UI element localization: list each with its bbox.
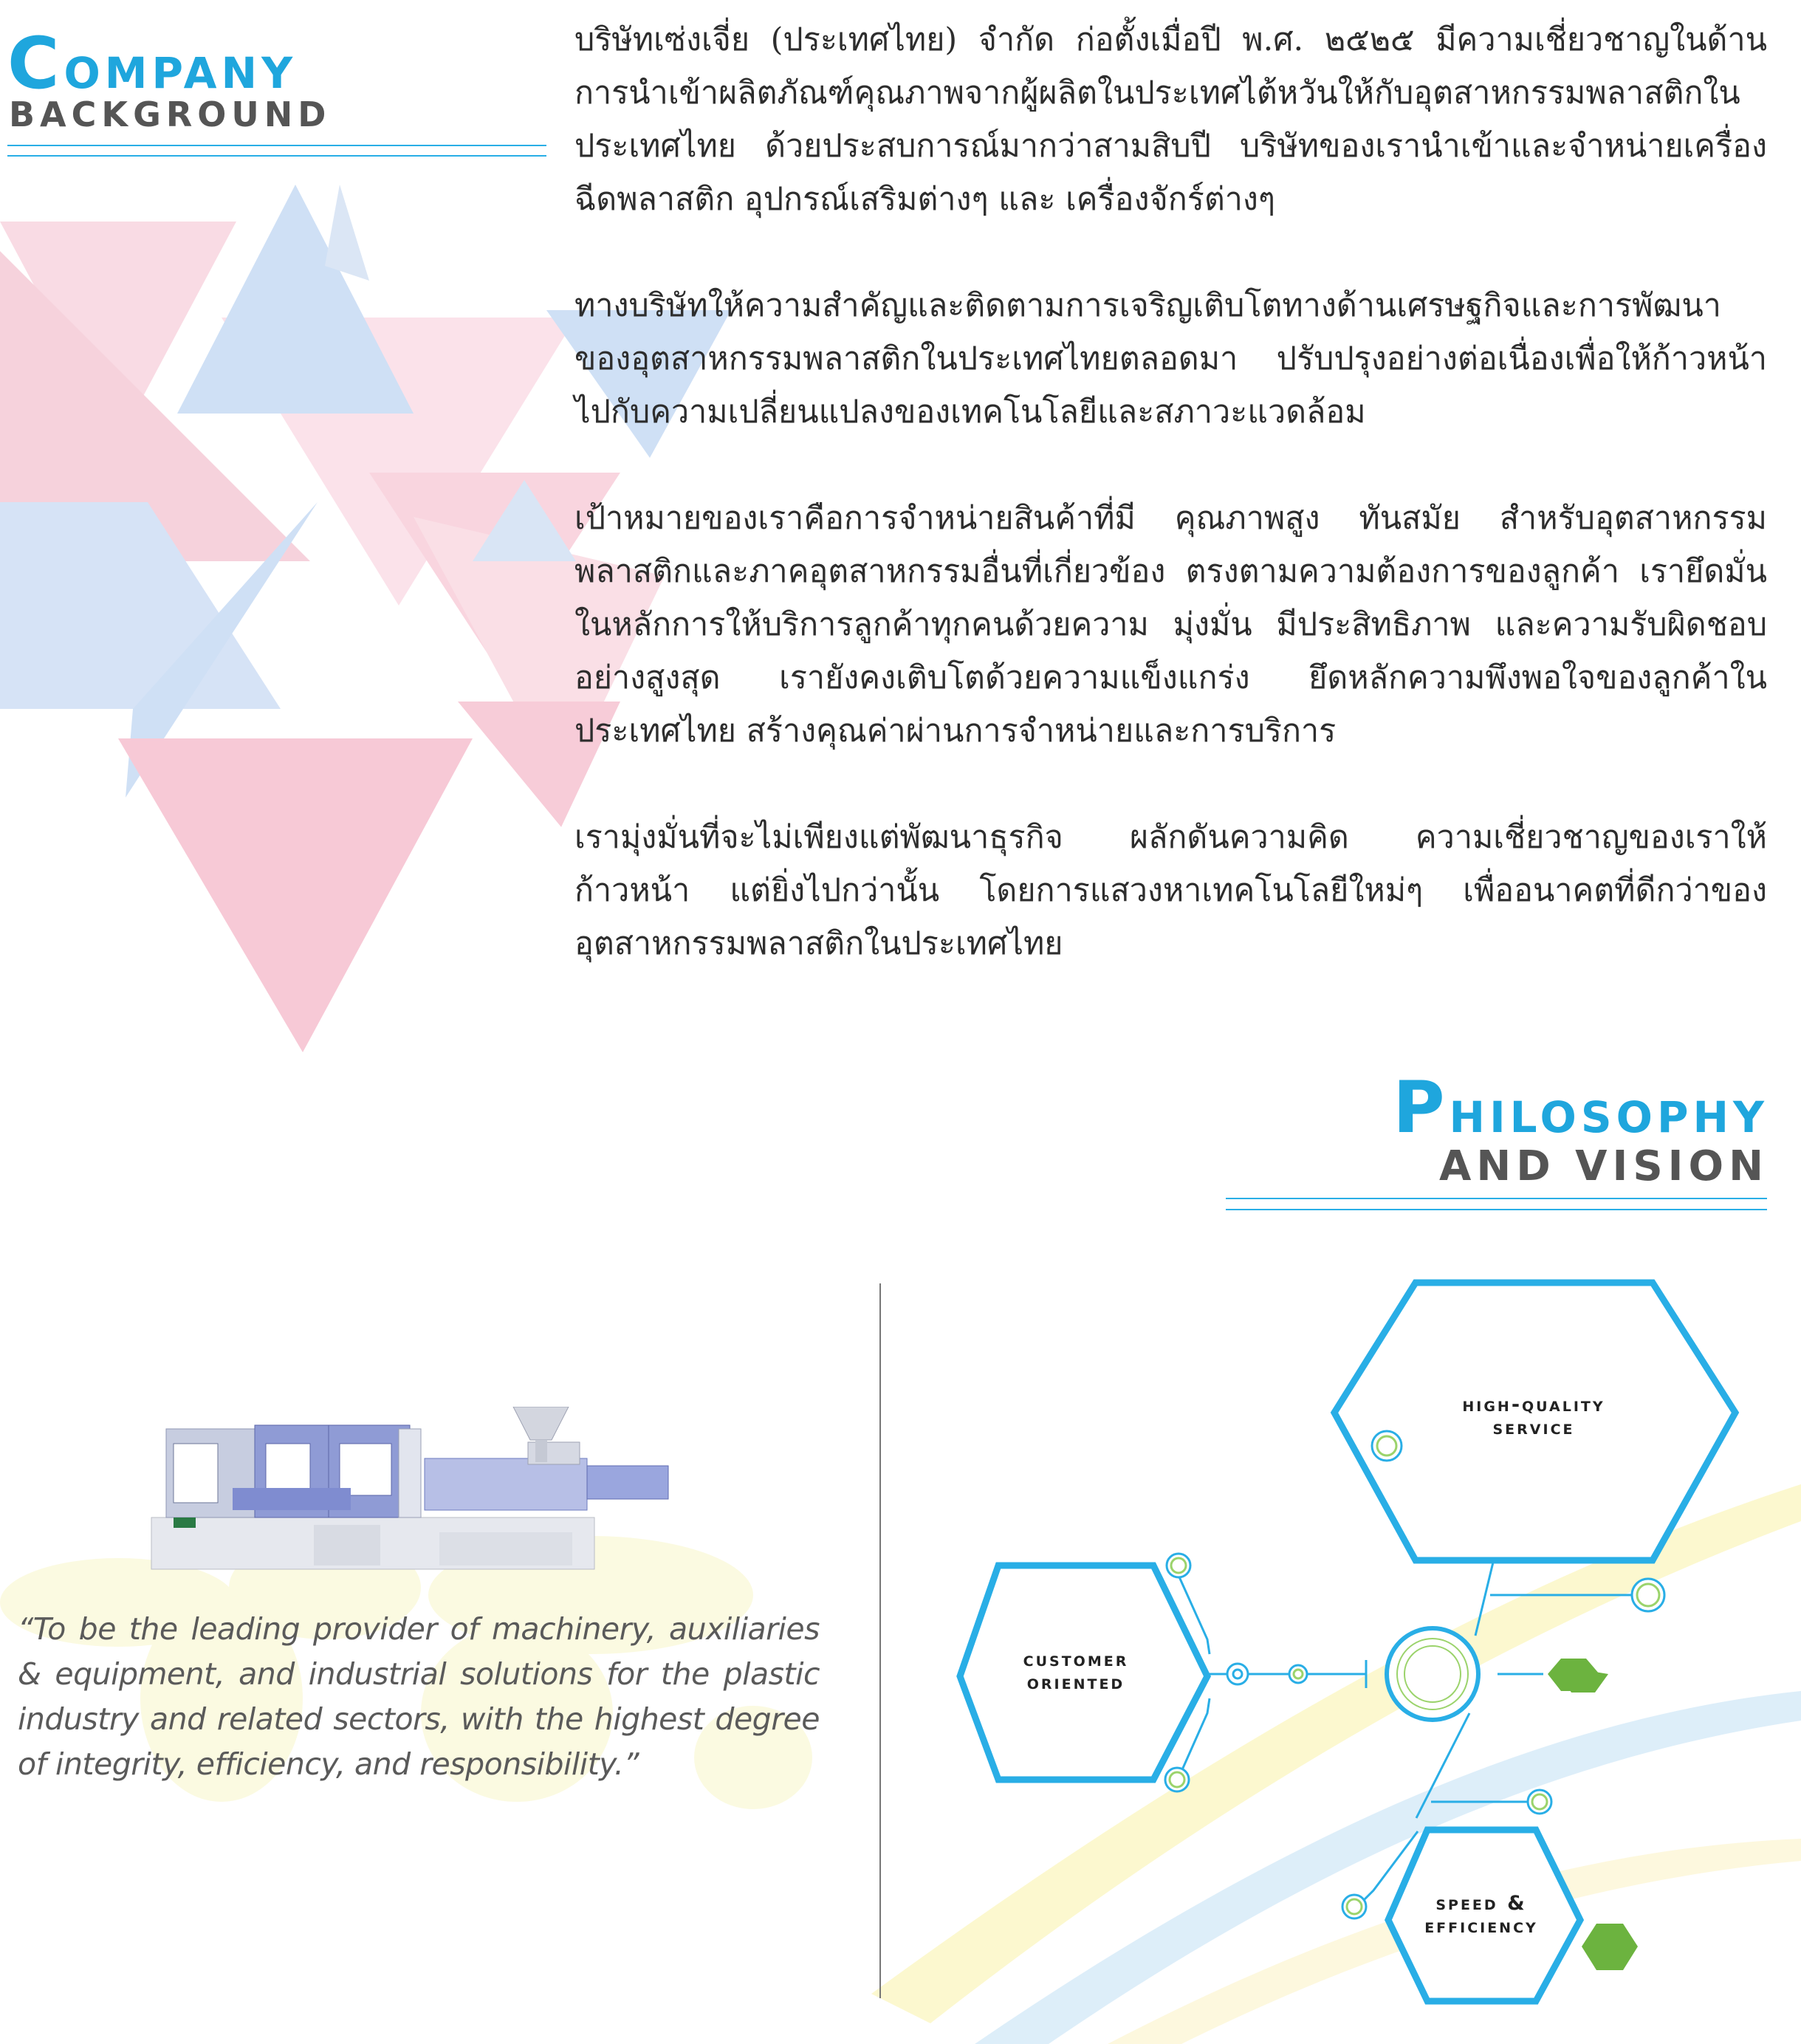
company-rule-top	[7, 145, 546, 146]
green-hex	[1582, 1924, 1638, 1970]
value-customer-oriented: Customer Oriented	[998, 1648, 1153, 1694]
value-speed-efficiency: Speed & Efficiency	[1400, 1892, 1562, 1938]
swoosh-blue	[975, 1691, 1801, 2044]
hex-customer-oriented	[956, 1562, 1212, 1783]
node-circle	[1232, 1668, 1243, 1680]
value-customer-line-1: Customer	[1023, 1648, 1129, 1671]
company-heading: COMPANY	[7, 28, 297, 99]
green-hex-right	[1548, 1659, 1599, 1691]
node-circle	[1168, 1771, 1186, 1788]
node-circle	[1170, 1557, 1187, 1574]
philosophy-rule-top	[1226, 1198, 1767, 1199]
injection-molding-machine-image	[151, 1407, 669, 1570]
hub-core-ring	[1404, 1645, 1461, 1703]
about-paragraph-4: เรามุ่งมั่นที่จะไม่เพียงแต่พัฒนาธุรกิจ ผ…	[574, 819, 1767, 962]
about-paragraph-1: บริษัทเซ่งเจี่ย (ประเทศไทย) จำกัด ก่อตั้…	[574, 21, 1767, 218]
node-circle	[1531, 1793, 1548, 1811]
value-high-quality: High-Quality Service	[1441, 1393, 1626, 1439]
node-circle	[1345, 1898, 1363, 1916]
connector-customer-bottom	[1176, 1698, 1211, 1780]
connector-down	[1415, 1712, 1471, 1819]
philosophy-heading-cap: P	[1393, 1066, 1450, 1149]
connector-customer-top	[1173, 1565, 1211, 1655]
philosophy-rule-bottom	[1226, 1209, 1767, 1210]
hex-high-quality	[1330, 1279, 1740, 1564]
section-divider	[879, 1283, 881, 1998]
triangle-pattern	[0, 185, 731, 1052]
hub-inner-ring	[1396, 1638, 1469, 1710]
company-description: บริษัทเซ่งเจี่ย (ประเทศไทย) จำกัด ก่อตั้…	[574, 13, 1767, 1023]
philosophy-heading: PHILOSOPHY	[1393, 1072, 1769, 1143]
node-circle	[1292, 1668, 1304, 1680]
about-paragraph-3: เป้าหมายของเราคือการจำหน่ายสินค้าที่มี ค…	[574, 500, 1767, 750]
swoosh-yellow-2	[1108, 1839, 1801, 2044]
node-circle	[1376, 1435, 1398, 1457]
company-rule-bottom	[7, 155, 546, 157]
value-customer-line-2: Oriented	[1026, 1671, 1125, 1694]
hex-speed-efficiency	[1385, 1826, 1585, 2005]
value-speed-line-2: Efficiency	[1424, 1915, 1538, 1938]
philosophy-heading-rest: HILOSOPHY	[1449, 1092, 1769, 1142]
company-heading-rest: OMPANY	[64, 48, 298, 98]
value-high-quality-line-1: High-Quality	[1462, 1393, 1605, 1416]
about-paragraph-2: ทางบริษัทให้ความสำคัญและติดตามการเจริญเต…	[574, 287, 1767, 431]
vision-statement: “To be the leading provider of machinery…	[18, 1611, 820, 1782]
company-heading-cap: C	[7, 22, 64, 105]
value-speed-line-1: Speed &	[1435, 1892, 1527, 1915]
hub-outer-ring	[1385, 1626, 1481, 1722]
value-high-quality-line-2: Service	[1492, 1416, 1575, 1439]
node-circle	[1636, 1582, 1661, 1608]
values-hexagon-diagram	[956, 1279, 1740, 2005]
swoosh-yellow	[871, 1484, 1801, 2023]
company-subheading: BACKGROUND	[9, 95, 332, 134]
philosophy-subheading: AND VISION	[1438, 1142, 1769, 1190]
